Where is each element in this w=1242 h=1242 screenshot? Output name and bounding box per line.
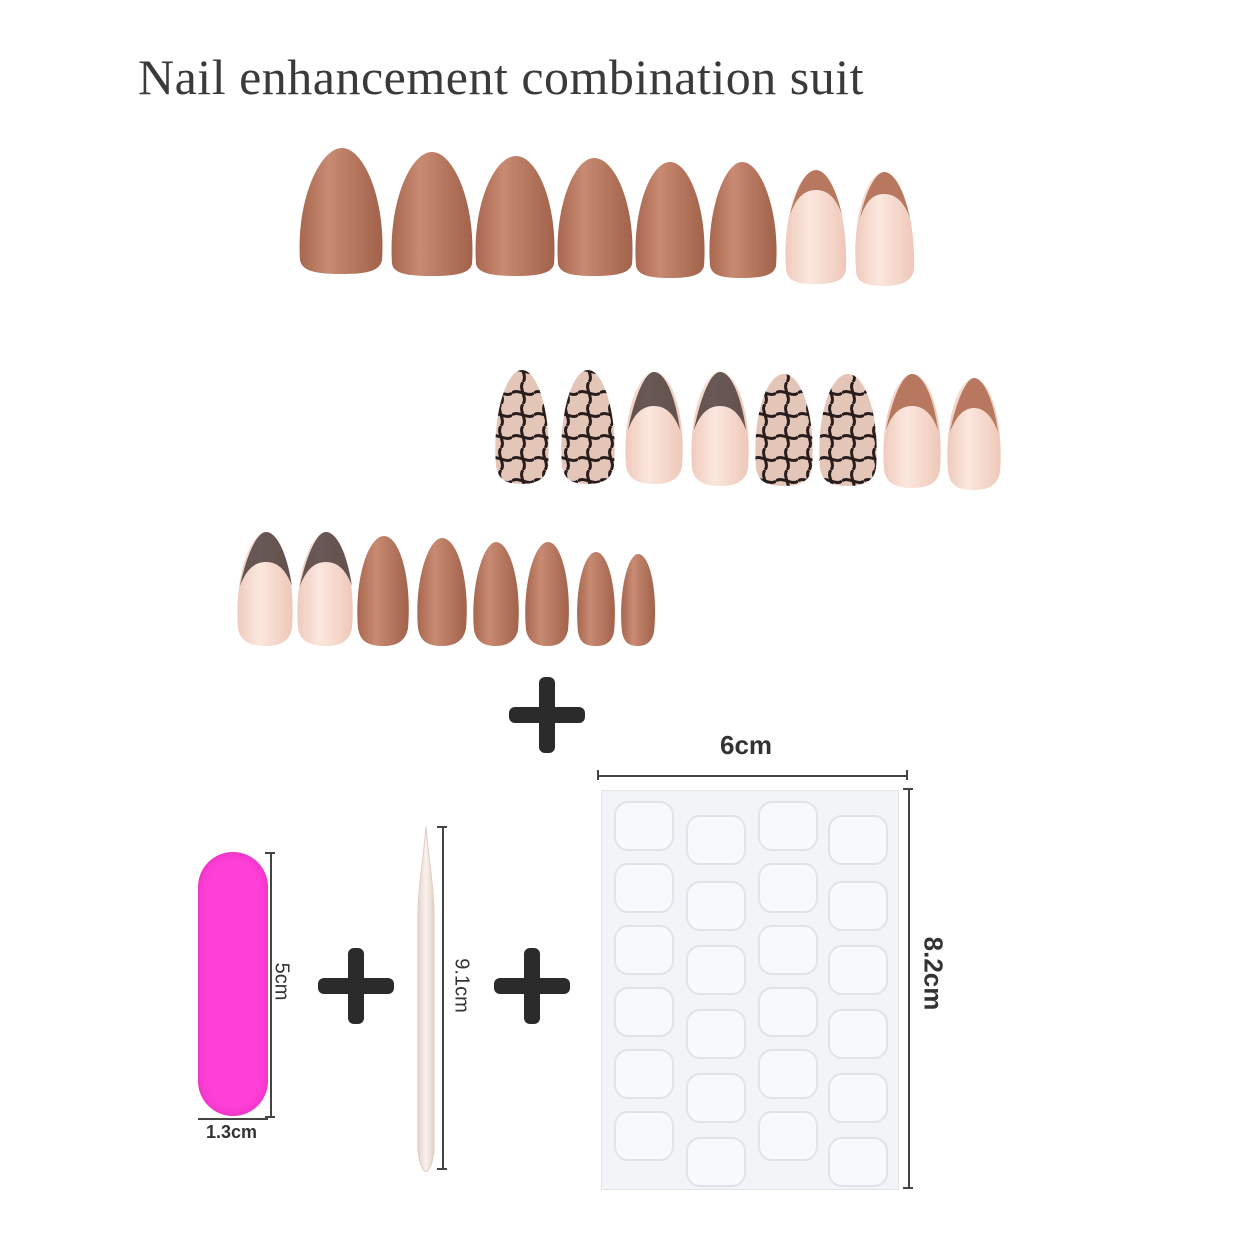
file-length-line	[270, 852, 272, 1116]
file-width-label: 1.3cm	[206, 1122, 258, 1142]
plus-icon	[509, 677, 585, 753]
file-width-line	[198, 1118, 268, 1120]
stick-length-label: 9.1cm	[450, 958, 473, 1013]
file-length-label: 5cm	[270, 962, 293, 1001]
nail-brown	[417, 538, 467, 646]
nail-brown	[557, 158, 633, 276]
plus-icon	[494, 948, 570, 1024]
nail-snake	[495, 370, 549, 484]
cuticle-stick	[417, 826, 435, 1172]
sheet-width-line	[597, 775, 907, 777]
nail-french	[855, 172, 915, 286]
stick-length-line	[442, 826, 444, 1170]
sheet-height-line	[908, 788, 910, 1188]
nail-brown	[577, 552, 615, 646]
nail-brown	[391, 152, 473, 276]
nail-row-2	[495, 370, 1001, 490]
page-title: Nail enhancement combination suit	[138, 49, 865, 105]
nail-file	[198, 852, 268, 1116]
nail-brown	[357, 536, 409, 646]
plus-icon	[318, 948, 394, 1024]
nail-snake	[819, 374, 877, 486]
nail-brown	[525, 542, 569, 646]
sheet-height-label: 8.2cm	[918, 936, 949, 1011]
nail-snake	[755, 374, 813, 486]
sheet-width-label: 6cm	[720, 730, 773, 760]
nail-row-3	[237, 532, 656, 646]
nail-row-1	[299, 148, 915, 286]
nail-brown	[709, 162, 777, 278]
nail-brown	[475, 156, 555, 276]
nail-brown	[473, 542, 519, 646]
nail-brown	[635, 162, 705, 278]
nail-brown	[299, 148, 383, 274]
nail-snake	[561, 370, 615, 484]
nail-brown	[621, 554, 656, 646]
adhesive-tab-sheet	[601, 790, 899, 1190]
nail-french	[785, 170, 847, 284]
